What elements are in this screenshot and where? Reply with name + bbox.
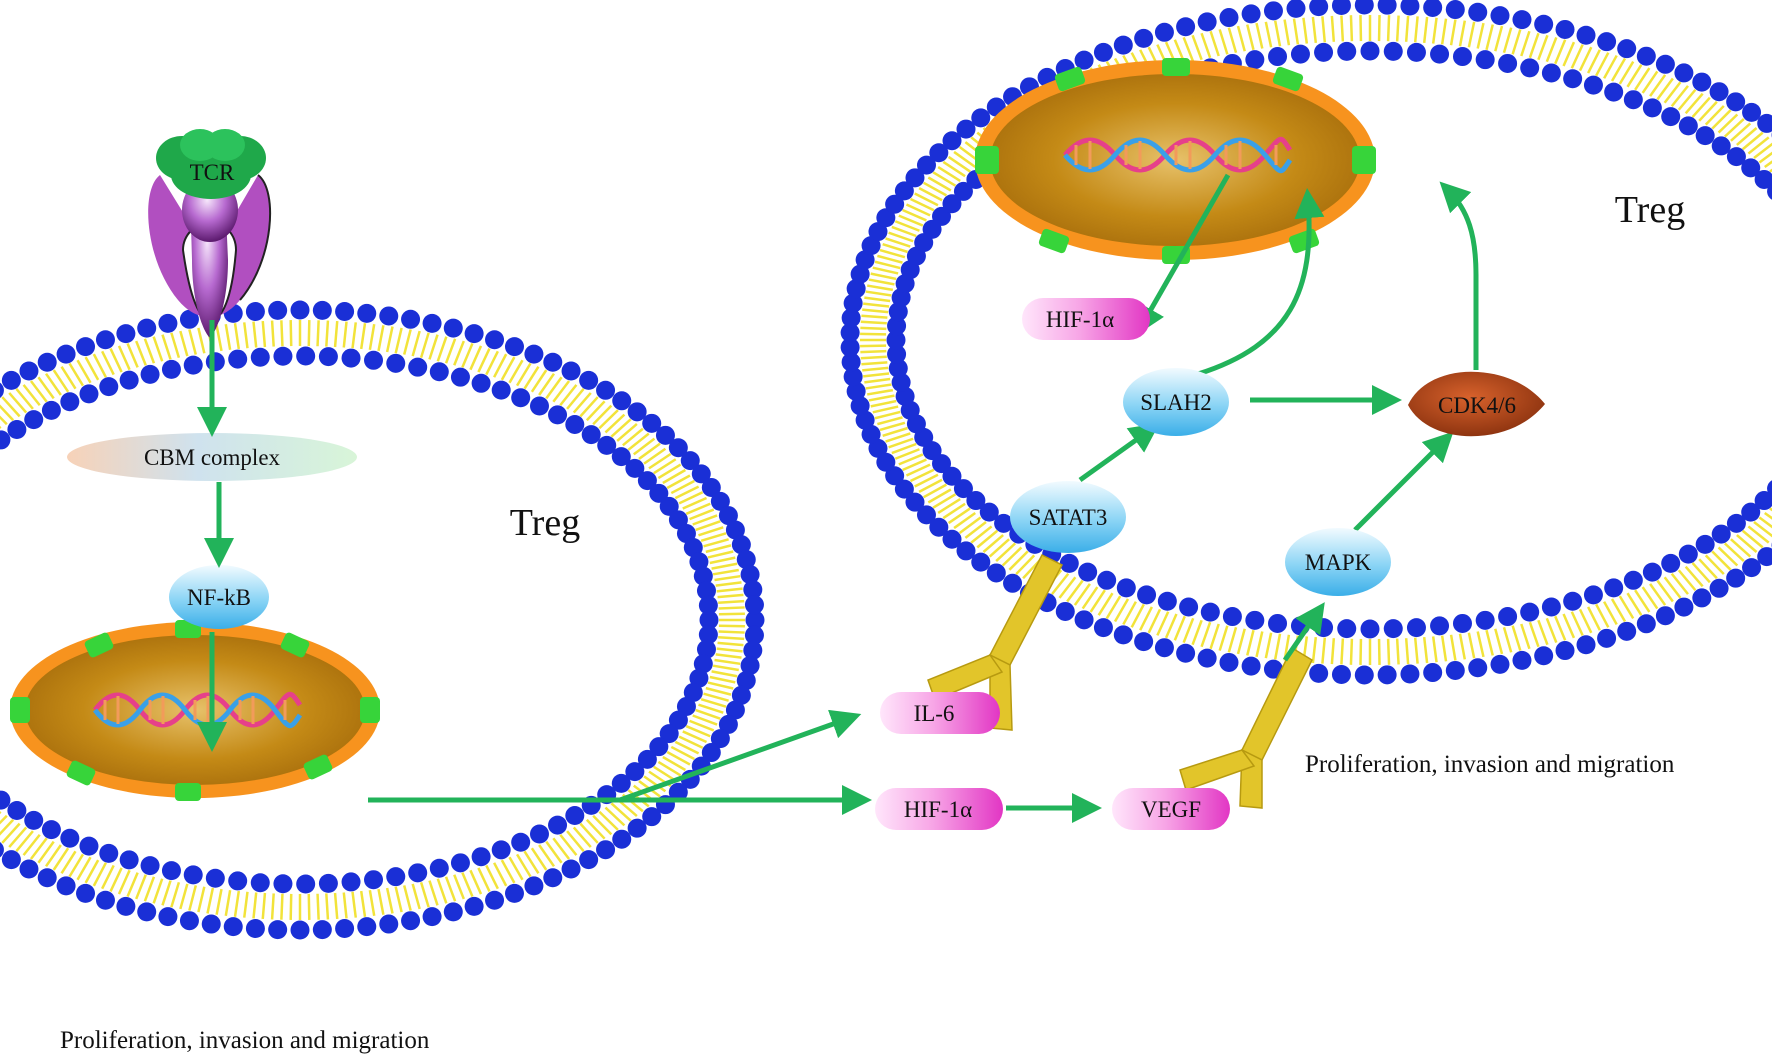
vegf-label: VEGF bbox=[1141, 797, 1201, 822]
satat3-label: SATAT3 bbox=[1029, 505, 1108, 530]
nfkb-node: NF-kB bbox=[169, 565, 269, 629]
arrow-satat3-to-slah2 bbox=[1078, 423, 1160, 483]
slah2-node: SLAH2 bbox=[1123, 368, 1229, 436]
vegf-node: VEGF bbox=[1112, 788, 1230, 830]
cdk46-node: CDK4/6 bbox=[1408, 371, 1545, 437]
arrow-mapk-to-cdk bbox=[1353, 431, 1454, 532]
left-nucleus bbox=[10, 620, 380, 801]
il6-label: IL-6 bbox=[914, 701, 955, 726]
cbm-complex: CBM complex bbox=[67, 433, 357, 481]
right-treg-label: Treg bbox=[1615, 189, 1685, 231]
cdk46-label: CDK4/6 bbox=[1438, 393, 1516, 418]
satat3-node: SATAT3 bbox=[1010, 481, 1126, 553]
mapk-label: MAPK bbox=[1305, 550, 1372, 575]
il6-node: IL-6 bbox=[880, 692, 1000, 734]
cell-membranes bbox=[0, 0, 1772, 940]
left-cell-membrane bbox=[0, 300, 765, 940]
right-nucleus bbox=[975, 58, 1376, 264]
arrow-slah2-to-nucleus bbox=[1197, 188, 1325, 377]
slah2-label: SLAH2 bbox=[1140, 390, 1212, 415]
left-treg-label: Treg bbox=[510, 502, 580, 544]
hif1a-inner-node: HIF-1α bbox=[1022, 298, 1150, 340]
right-dna-helix-icon bbox=[1063, 136, 1293, 174]
arrow-nucleus-to-il6 bbox=[619, 709, 862, 803]
arrow-nucleus-to-hif1a-inner bbox=[1136, 173, 1231, 336]
pathway-arrows bbox=[197, 173, 1479, 823]
left-dna-helix-icon bbox=[93, 691, 303, 729]
tcr-label: TCR bbox=[190, 160, 235, 185]
mapk-node: MAPK bbox=[1285, 528, 1391, 596]
nfkb-label: NF-kB bbox=[187, 585, 251, 610]
hif1a-node: HIF-1α bbox=[875, 788, 1003, 830]
hif1a-label: HIF-1α bbox=[904, 797, 972, 822]
arrow-receptor-to-mapk bbox=[1282, 602, 1325, 662]
hif1a-inner-label: HIF-1α bbox=[1046, 307, 1114, 332]
cbm-complex-label: CBM complex bbox=[144, 445, 281, 470]
tcr-receptor-icon: TCR bbox=[148, 129, 272, 338]
left-caption: Proliferation, invasion and migration bbox=[60, 1027, 430, 1054]
right-caption: Proliferation, invasion and migration bbox=[1305, 751, 1675, 778]
receptor-right-icon bbox=[1179, 646, 1313, 809]
arrow-cdk-to-nucleus bbox=[1439, 181, 1479, 370]
right-nuclear-pores bbox=[975, 58, 1376, 264]
